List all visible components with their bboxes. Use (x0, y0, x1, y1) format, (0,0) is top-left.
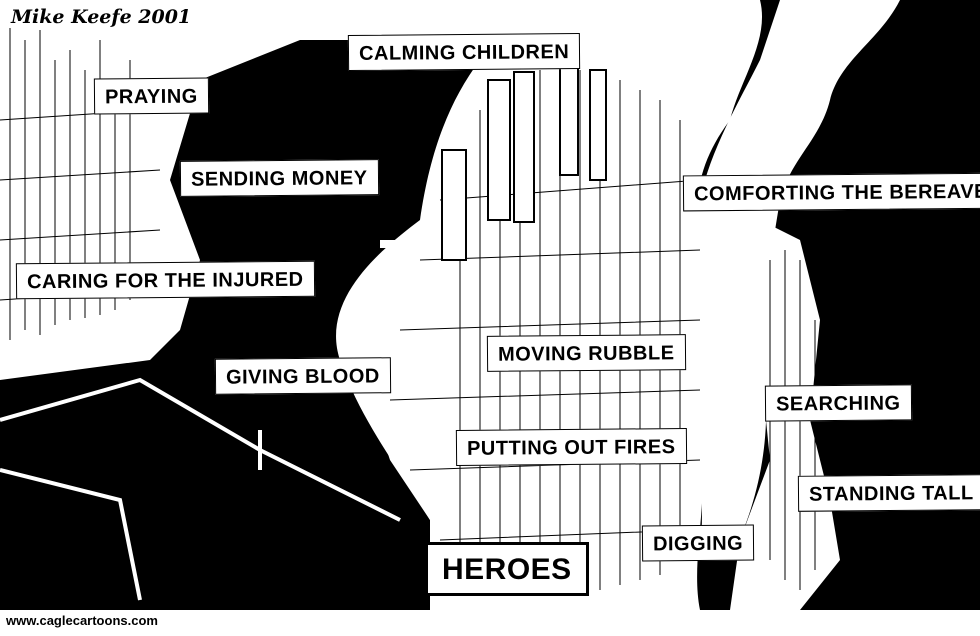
footer-url: www.caglecartoons.com (6, 613, 158, 628)
label-giving-blood: GIVING BLOOD (214, 357, 391, 395)
label-sending-money: SENDING MONEY (179, 159, 379, 197)
label-comforting-the-bereaved: COMFORTING THE BEREAVED (682, 172, 980, 212)
label-standing-tall: STANDING TALL (797, 474, 980, 512)
piers (350, 240, 420, 338)
artist-signature: Mike Keefe 2001 (8, 6, 195, 28)
label-searching: SEARCHING (764, 384, 912, 422)
label-moving-rubble: MOVING RUBBLE (486, 334, 686, 372)
label-praying: PRAYING (93, 77, 209, 115)
label-heroes: HEROES (425, 542, 589, 596)
skyscrapers (441, 54, 607, 261)
smoke-plume (688, 0, 900, 560)
bridges (0, 377, 401, 601)
label-digging: DIGGING (641, 524, 755, 562)
label-caring-for-the-injured: CARING FOR THE INJURED (15, 260, 315, 300)
label-putting-out-fires: PUTTING OUT FIRES (455, 427, 687, 467)
bridge-cables (0, 477, 131, 601)
label-calming-children: CALMING CHILDREN (347, 32, 581, 72)
